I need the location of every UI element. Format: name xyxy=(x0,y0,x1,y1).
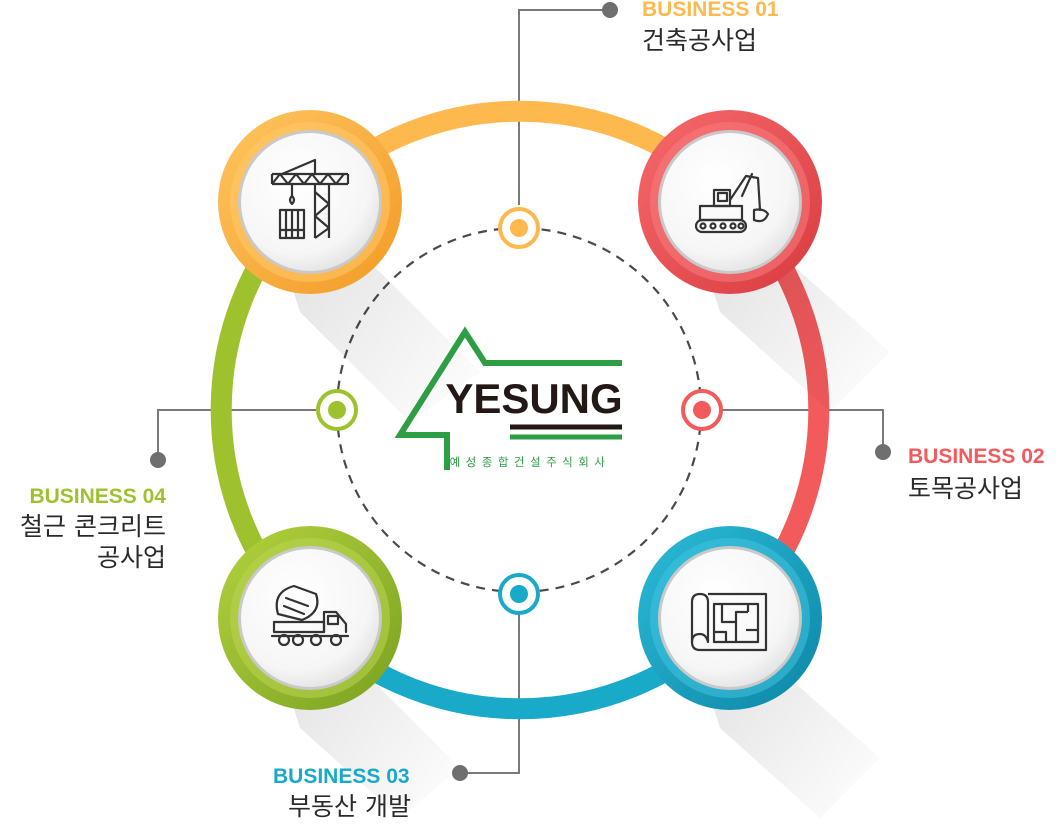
marker-biz01 xyxy=(498,207,540,249)
connector-biz01 xyxy=(518,9,610,205)
node-biz03 xyxy=(638,526,880,818)
connector-biz04 xyxy=(157,409,320,460)
tower-crane-icon xyxy=(270,158,350,240)
marker-biz02 xyxy=(681,389,723,431)
concrete-mixer-truck-icon xyxy=(270,584,350,647)
biz01-title: BUSINESS 01 xyxy=(642,0,779,21)
connector-biz02 xyxy=(720,409,884,452)
marker-biz04 xyxy=(316,389,358,431)
connector-dot-biz04 xyxy=(150,452,166,468)
node-biz01 xyxy=(218,110,480,422)
connector-end-dots xyxy=(150,2,891,781)
biz04-name-line2: 공사업 xyxy=(96,543,166,572)
biz03-name: 부동산 개발 xyxy=(288,792,411,821)
biz02-title: BUSINESS 02 xyxy=(908,445,1045,468)
marker-biz03 xyxy=(498,573,540,615)
logo-subtitle: 예성종합건설주식회사 xyxy=(450,455,611,469)
connector-biz03 xyxy=(460,612,520,774)
biz04-title: BUSINESS 04 xyxy=(29,485,166,508)
excavator-icon xyxy=(694,172,770,234)
node-biz04 xyxy=(218,526,460,818)
company-logo: YESUNG 예성종합건설주식회사 xyxy=(394,326,623,470)
biz04-name-line1: 철근 콘크리트 xyxy=(20,512,166,541)
biz02-name: 토목공사업 xyxy=(908,474,1024,503)
node-biz02 xyxy=(638,110,890,412)
connector-lines xyxy=(157,9,884,774)
connector-dot-biz01 xyxy=(602,2,618,18)
blueprint-icon xyxy=(690,592,768,652)
biz03-title: BUSINESS 03 xyxy=(273,765,410,788)
biz01-name: 건축공사업 xyxy=(642,26,758,55)
logo-roof-line xyxy=(394,326,622,470)
logo-name: YESUNG xyxy=(445,375,622,422)
connector-dot-biz02 xyxy=(875,444,891,460)
